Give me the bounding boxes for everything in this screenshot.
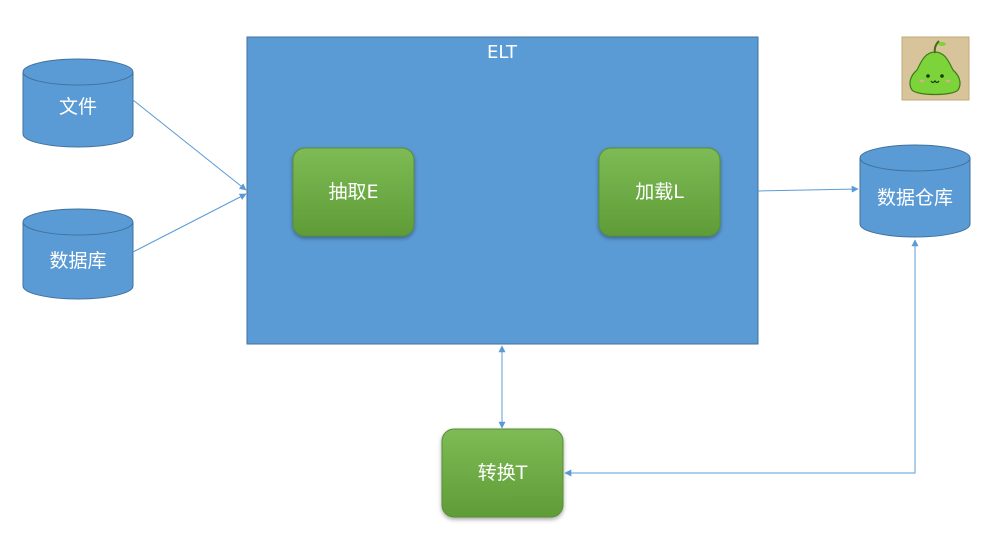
transform-step-label: 转换T [477,462,528,484]
transform-step-box [441,428,564,518]
extract-step-label: 抽取E [328,181,379,203]
extract-step-box [292,147,415,237]
source-database-label: 数据库 [49,250,107,272]
database-to-elt-arrow [132,193,247,253]
source-database-cylinder [22,208,134,300]
file-to-elt-arrow [132,99,247,191]
load-step-label: 加载L [635,181,684,203]
green-pear-mascot-icon [901,36,970,101]
source-file-label: 文件 [58,96,97,118]
target-data-warehouse-cylinder [859,144,971,238]
source-file-cylinder [22,58,134,148]
target-data-warehouse-label: 数据仓库 [876,187,953,209]
warehouse-transform-bidirectional-arrow [564,239,919,477]
elt-process-title: ELT [487,42,517,63]
load-step-box [598,147,721,237]
elt-to-warehouse-arrow [757,185,859,193]
